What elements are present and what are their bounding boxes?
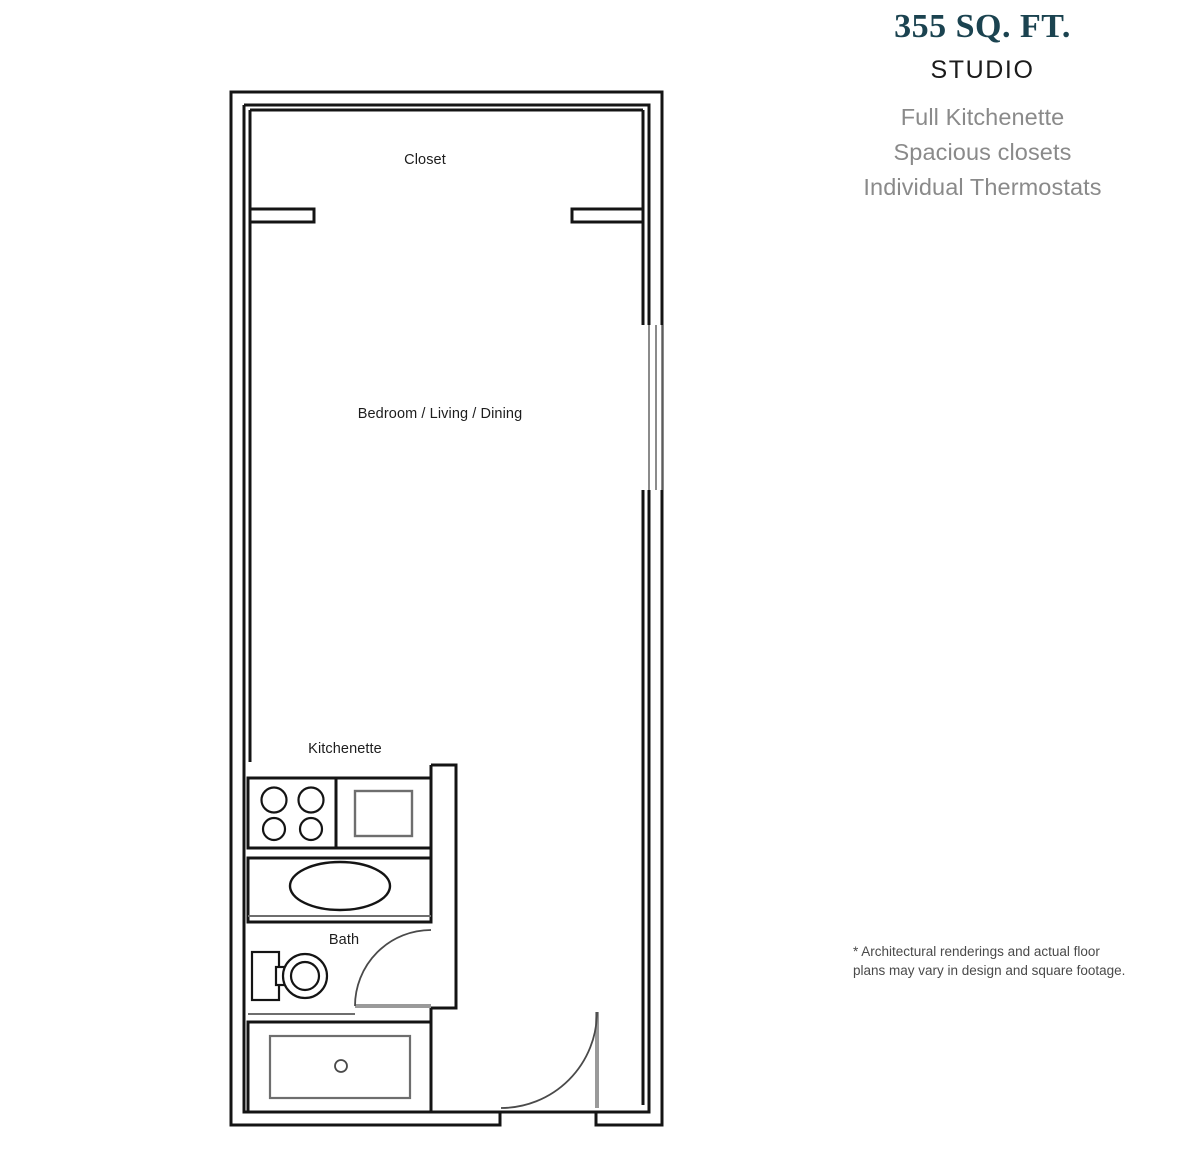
- closet-walls: [248, 108, 645, 224]
- disclaimer-line-2: plans may vary in design and square foot…: [853, 963, 1126, 978]
- entry-door-swing-arc: [500, 1011, 598, 1109]
- entry-swing-door: [500, 1011, 599, 1109]
- bath-block: [246, 856, 433, 1114]
- room-label-bath: Bath: [328, 932, 360, 948]
- exterior-wall-inner-top: [244, 103, 651, 325]
- feature-item-thermostats: Individual Thermostats: [863, 174, 1102, 200]
- toilet-bowl-inner: [289, 960, 321, 992]
- bath-door-swing-arc: [354, 929, 432, 1007]
- room-label-closet: Closet: [404, 152, 446, 168]
- disclaimer-note: * Architectural renderings and actual fl…: [853, 942, 1173, 980]
- window-right-wall: [648, 325, 663, 490]
- feature-list: Full Kitchenette Spacious closets Indivi…: [800, 100, 1165, 205]
- toilet-tank: [250, 950, 281, 1002]
- sink-basin: [353, 789, 414, 838]
- stove-four-burner: [260, 786, 325, 842]
- square-footage-title: 355 SQ. FT.: [894, 8, 1071, 45]
- main-room-partitions: [248, 222, 645, 1105]
- room-label-bedroom-living-dining: Bedroom / Living / Dining: [357, 406, 523, 422]
- unit-info-panel: 355 SQ. FT. STUDIO Full Kitchenette Spac…: [800, 0, 1200, 1175]
- exterior-wall-inner-left: [242, 105, 500, 1114]
- feature-item-kitchenette: Full Kitchenette: [900, 104, 1065, 130]
- floor-plan-svg: [229, 90, 664, 1127]
- stove-burner-rear-right: [297, 786, 325, 814]
- stove-burner-rear-left: [260, 786, 288, 814]
- stove-burner-front-right: [298, 816, 324, 842]
- floor-plan-drawing: Closet Bedroom / Living / Dining Kitchen…: [229, 90, 664, 1127]
- feature-item-closets: Spacious closets: [893, 139, 1072, 165]
- exterior-wall-inner-right: [596, 490, 651, 1114]
- toilet: [250, 950, 329, 1002]
- kitchen-bath-partition-wall: [431, 763, 458, 1010]
- shower-drain: [334, 1059, 348, 1073]
- disclaimer-line-1: * Architectural renderings and actual fl…: [853, 944, 1100, 959]
- vanity-oval-sink: [288, 860, 392, 912]
- stove-burner-front-left: [261, 816, 287, 842]
- room-label-kitchenette: Kitchenette: [308, 741, 382, 757]
- kitchenette-block: [246, 763, 458, 1112]
- unit-type-heading: STUDIO: [930, 56, 1035, 84]
- closet-partition-right: [570, 110, 645, 224]
- closet-partition-left: [248, 110, 316, 224]
- bath-swing-door: [354, 929, 432, 1008]
